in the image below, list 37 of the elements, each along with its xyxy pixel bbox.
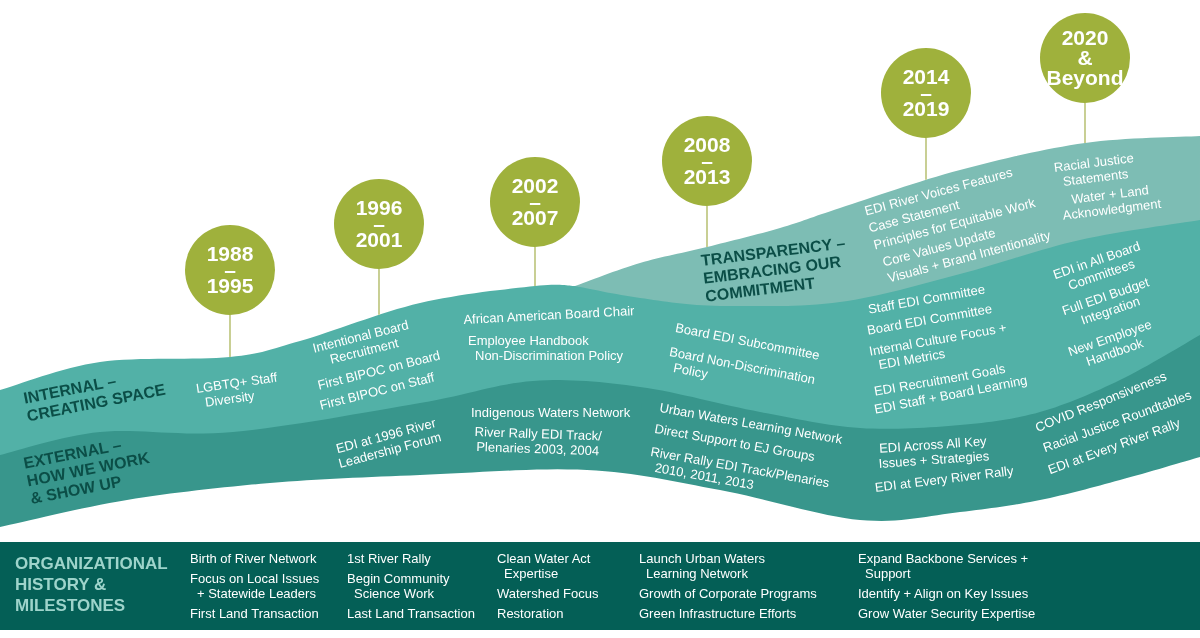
milestone-label: Begin Community Science Work bbox=[347, 571, 450, 601]
milestone-label: 1st River Rally bbox=[347, 551, 431, 566]
milestone-label: Launch Urban Waters Learning Network bbox=[639, 551, 765, 581]
milestone-label: Identify + Align on Key Issues bbox=[858, 586, 1029, 601]
year-label: 2014 – 2019 bbox=[902, 69, 950, 117]
milestone-label: African American Board Chair bbox=[463, 303, 635, 327]
milestone-label: Grow Water Security Expertise bbox=[858, 606, 1036, 621]
milestone-label: Employee Handbook Non-Discrimination Policy bbox=[468, 333, 624, 363]
leader-line bbox=[229, 314, 231, 358]
leader-line bbox=[534, 246, 536, 287]
history-panel bbox=[0, 542, 1200, 630]
panel-heading: ORGANIZATIONAL HISTORY & MILESTONES bbox=[15, 553, 168, 616]
leader-line bbox=[706, 205, 708, 248]
milestone-label: First Land Transaction bbox=[190, 606, 319, 621]
leader-line bbox=[378, 268, 380, 316]
milestone-label: Indigenous Waters Network bbox=[471, 405, 631, 420]
year-label: 1996 – 2001 bbox=[355, 200, 403, 248]
year-label: 2020 & Beyond bbox=[1046, 28, 1124, 88]
year-label: 2002 – 2007 bbox=[511, 178, 559, 226]
leader-line bbox=[1084, 102, 1086, 144]
leader-line bbox=[925, 137, 927, 181]
milestone-label: Birth of River Network bbox=[190, 551, 317, 566]
milestone-label: Restoration bbox=[497, 606, 564, 621]
milestone-label: Last Land Transaction bbox=[347, 606, 475, 621]
year-label: 1988 – 1995 bbox=[206, 246, 254, 294]
milestone-label: River Rally EDI Track/ Plenaries 2003, 2004 bbox=[473, 424, 603, 459]
band-heading: INTERNAL – CREATING SPACE bbox=[22, 371, 168, 426]
year-label: 2008 – 2013 bbox=[683, 137, 731, 185]
milestone-label: Green Infrastructure Efforts bbox=[639, 606, 797, 621]
milestone-label: LGBTQ+ Staff Diversity bbox=[195, 369, 280, 411]
milestone-label: Watershed Focus bbox=[497, 586, 599, 601]
milestone-label: Focus on Local Issues + Statewide Leaders bbox=[190, 571, 320, 601]
milestone-label: Growth of Corporate Programs bbox=[639, 586, 817, 601]
milestone-label: Expand Backbone Services + Support bbox=[858, 551, 1029, 581]
milestone-label: Racial Justice Statements bbox=[1053, 150, 1135, 189]
milestone-label: Clean Water Act Expertise bbox=[497, 551, 591, 581]
band-heading: EXTERNAL – HOW WE WORK & SHOW UP bbox=[22, 435, 152, 508]
